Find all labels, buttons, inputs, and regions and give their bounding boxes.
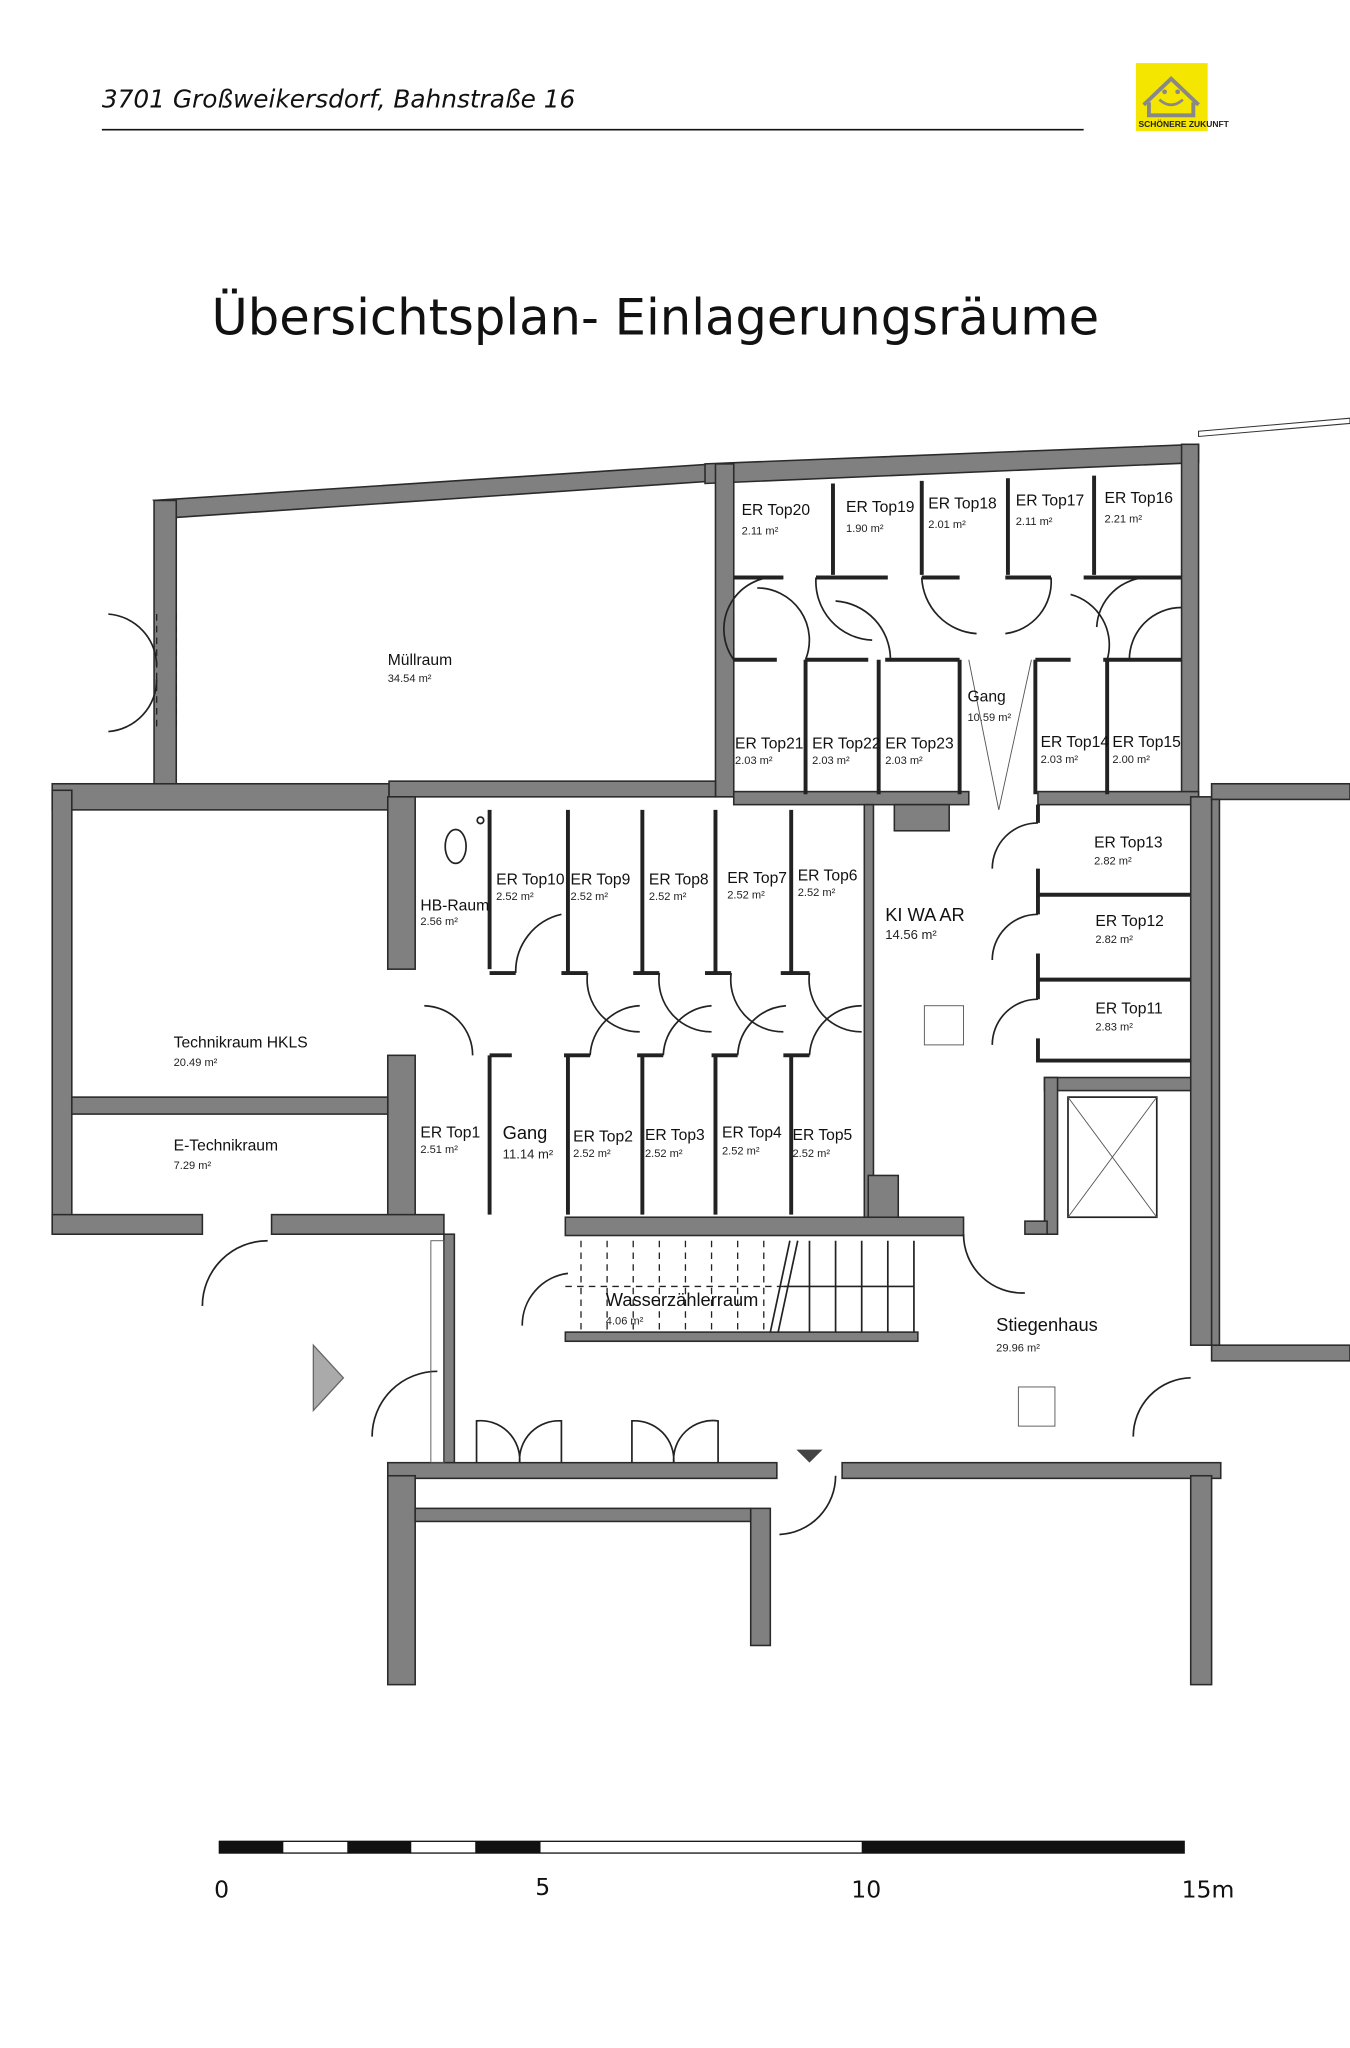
room-name: ER Top22 (812, 736, 880, 753)
scale-label: 10 (851, 1875, 881, 1903)
entrance-arrow-icon (312, 1343, 345, 1413)
room-area: 2.56 m² (420, 916, 458, 928)
room-name: ER Top9 (571, 871, 631, 888)
scale-label: 5 (535, 1873, 550, 1901)
room-area: 2.83 m² (1095, 1022, 1133, 1034)
room-area: 2.03 m² (885, 755, 923, 767)
room-area: 11.14 m² (503, 1146, 554, 1161)
room-name: KI WA AR (885, 904, 965, 925)
room-area: 20.49 m² (174, 1057, 218, 1069)
room-name: Technikraum HKLS (174, 1035, 308, 1052)
room-name: ER Top17 (1016, 493, 1084, 510)
room-area: 7.29 m² (174, 1160, 212, 1172)
room-area: 2.00 m² (1112, 754, 1150, 766)
room-name: ER Top7 (727, 870, 787, 887)
room-name: ER Top12 (1095, 913, 1163, 930)
room-name: ER Top8 (649, 871, 709, 888)
room-area: 2.51 m² (420, 1144, 458, 1156)
room-area: 2.01 m² (928, 519, 966, 531)
room-name: ER Top18 (928, 495, 997, 512)
room-name: ER Top20 (742, 502, 811, 519)
room-name: ER Top15 (1112, 734, 1181, 751)
room-name: ER Top4 (722, 1125, 782, 1142)
room-area: 2.52 m² (649, 891, 687, 903)
company-logo: SCHÖNERE ZUKUNFT (1135, 63, 1230, 131)
room-area: 4.06 m² (606, 1315, 644, 1327)
doors (108, 576, 1191, 1536)
room-area: 10.59 m² (967, 712, 1011, 724)
room-area: 2.52 m² (571, 891, 609, 903)
room-name: ER Top2 (573, 1129, 633, 1146)
room-name: ER Top10 (496, 871, 565, 888)
room-name: Wasserzählerraum (606, 1289, 759, 1310)
room-area: 2.11 m² (1016, 516, 1053, 528)
room-area: 34.54 m² (388, 673, 432, 685)
scale-label: 15m (1182, 1875, 1235, 1903)
room-area: 2.82 m² (1095, 934, 1133, 946)
svg-text:SCHÖNERE ZUKUNFT: SCHÖNERE ZUKUNFT (1138, 119, 1229, 129)
room-area: 1.90 m² (846, 523, 884, 535)
room-area: 2.52 m² (727, 890, 765, 902)
room-labels: Müllraum 34.54 m² ER Top20 2.11 m² ER To… (174, 490, 1181, 1355)
room-name: ER Top13 (1094, 835, 1163, 852)
room-area: 2.52 m² (496, 891, 534, 903)
room-area: 14.56 m² (885, 927, 937, 942)
room-area: 2.52 m² (573, 1148, 611, 1160)
room-name: ER Top1 (420, 1125, 480, 1142)
room-name: HB-Raum (420, 897, 489, 914)
room-area: 2.52 m² (722, 1146, 760, 1158)
room-name: ER Top11 (1095, 1001, 1162, 1018)
room-name: ER Top19 (846, 499, 914, 516)
room-name: Gang (967, 689, 1005, 706)
page-title: Übersichtsplan- Einlagerungsräume (212, 289, 1100, 347)
north-marker-icon (796, 1449, 823, 1463)
room-area: 29.96 m² (996, 1343, 1040, 1355)
header-address: 3701 Großweikersdorf, Bahnstraße 16 (102, 84, 576, 113)
room-name: E-Technikraum (174, 1138, 278, 1155)
room-name: ER Top23 (885, 736, 954, 753)
room-area: 2.03 m² (812, 755, 850, 767)
scale-bar: 0 5 10 15m (214, 1840, 1235, 1903)
scale-label: 0 (214, 1875, 229, 1903)
room-name: ER Top21 (735, 736, 803, 753)
room-name: ER Top5 (793, 1127, 853, 1144)
room-area: 2.21 m² (1105, 514, 1143, 526)
partitions (444, 475, 1191, 1427)
room-name: ER Top16 (1105, 490, 1174, 507)
room-area: 2.03 m² (735, 755, 773, 767)
room-name: Stiegenhaus (996, 1314, 1098, 1335)
room-name: ER Top6 (798, 867, 858, 884)
room-area: 2.82 m² (1094, 856, 1132, 868)
room-area: 2.52 m² (798, 887, 836, 899)
room-area: 2.03 m² (1041, 754, 1079, 766)
room-area: 2.52 m² (645, 1148, 683, 1160)
room-name: Müllraum (388, 652, 452, 669)
room-name: Gang (503, 1122, 548, 1143)
room-name: ER Top3 (645, 1127, 705, 1144)
room-area: 2.52 m² (793, 1148, 831, 1160)
room-area: 2.11 m² (742, 525, 779, 537)
room-name: ER Top14 (1041, 734, 1110, 751)
